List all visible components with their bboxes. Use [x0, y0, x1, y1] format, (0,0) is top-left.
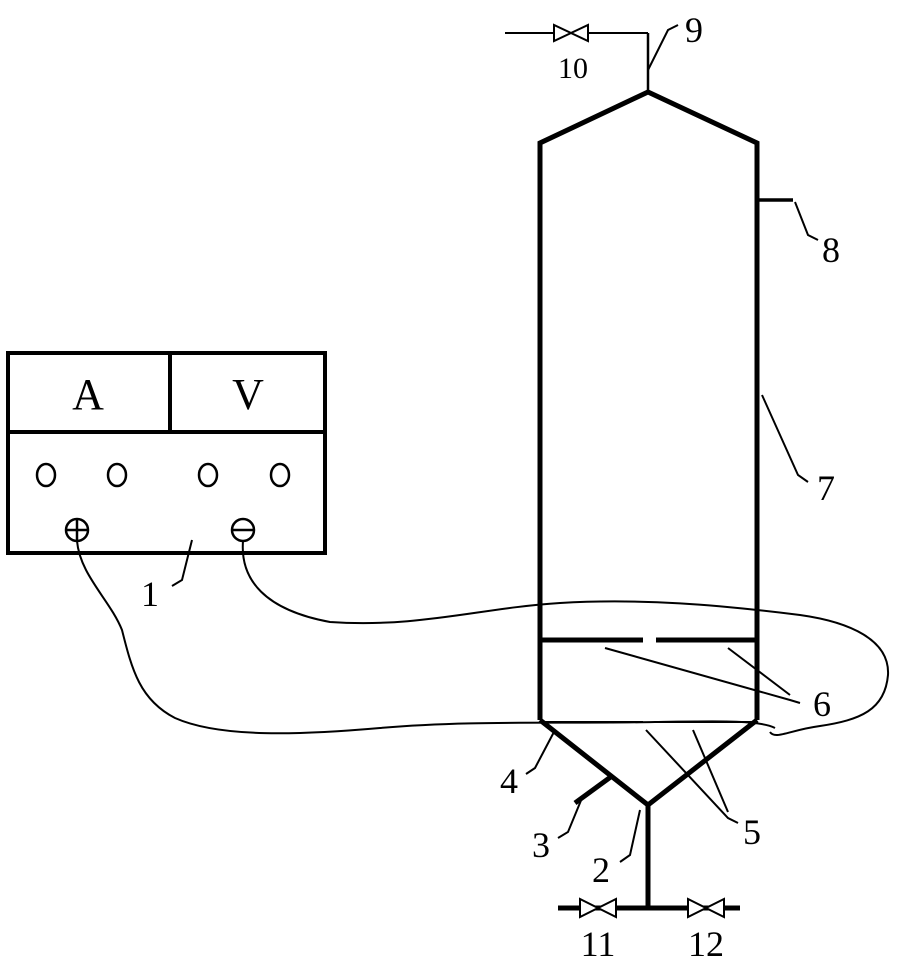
valve-12 [687, 897, 725, 919]
label-3: 3 [532, 825, 550, 865]
positive-terminal [64, 517, 90, 543]
negative-terminal [230, 517, 256, 543]
leader-lines [171, 24, 819, 863]
label-8: 8 [822, 230, 840, 270]
label-12: 12 [688, 924, 724, 964]
label-11: 11 [581, 924, 616, 964]
ammeter-label: A [72, 370, 104, 419]
negative-wire [241, 540, 890, 736]
label-4: 4 [500, 761, 518, 801]
label-5: 5 [743, 812, 761, 852]
voltmeter-label: V [232, 370, 264, 419]
knob-4 [269, 462, 291, 488]
label-1: 1 [141, 574, 159, 614]
knob-3 [197, 462, 219, 488]
label-7: 7 [817, 468, 835, 508]
reactor-column [505, 32, 793, 911]
power-supply-body [6, 351, 327, 555]
knob-1 [35, 462, 57, 488]
label-2: 2 [592, 850, 610, 890]
label-6: 6 [813, 684, 831, 724]
knob-2 [106, 462, 128, 488]
label-10: 10 [558, 52, 588, 85]
reactor-shell [537, 89, 760, 720]
label-9: 9 [685, 10, 703, 50]
valve-10 [553, 23, 589, 43]
valve-11 [579, 897, 617, 919]
power-supply: A V [6, 351, 327, 555]
positive-wire [76, 540, 776, 735]
